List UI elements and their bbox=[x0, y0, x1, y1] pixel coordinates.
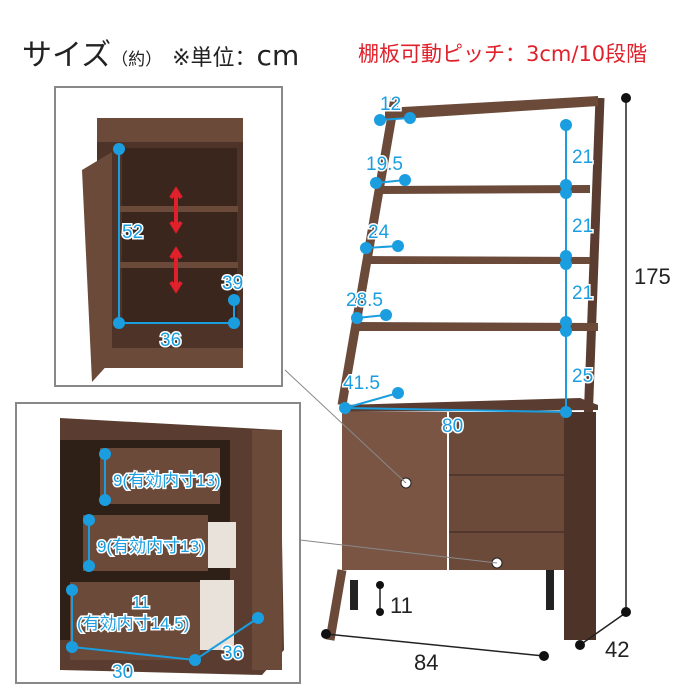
drawer1-label: 9(有効内寸13) bbox=[113, 471, 221, 490]
ladder-shelf: 12 19.5 24 28.5 41.5 21 21 21 25 80 bbox=[284, 93, 605, 641]
drawer-width-label: 30 bbox=[112, 662, 133, 683]
shelf5-depth-label: 41.5 bbox=[343, 373, 380, 394]
total-height-label: 175 bbox=[634, 264, 671, 289]
drawer3-height-label: 11 bbox=[132, 593, 150, 612]
inner-depth-label: 39 bbox=[222, 273, 243, 294]
leg-clearance-label: 11 bbox=[390, 593, 413, 618]
drawer-inset: 9(有効内寸13) 9(有効内寸13) 11 (有効内寸14.5) 30 36 bbox=[15, 402, 301, 685]
drawer3-effective-label: (有効内寸14.5) bbox=[77, 614, 189, 633]
approx-label: （約） bbox=[111, 50, 163, 70]
gap3-label: 21 bbox=[572, 283, 593, 304]
shelf4-depth-label: 28.5 bbox=[346, 290, 383, 311]
unit-value: cm bbox=[256, 39, 300, 72]
overall-dimensions: 175 84 42 11 bbox=[321, 93, 671, 675]
drawer-depth-label: 36 bbox=[222, 643, 243, 664]
shelf2-depth-label: 19.5 bbox=[366, 154, 403, 175]
drawer2-label: 9(有効内寸13) bbox=[97, 537, 205, 556]
gap2-label: 21 bbox=[572, 216, 593, 237]
shelf1-depth-label: 12 bbox=[380, 94, 401, 115]
inner-height-label: 52 bbox=[122, 222, 143, 243]
cabinet-inset: 52 36 39 bbox=[54, 86, 283, 387]
total-width-label: 84 bbox=[414, 650, 438, 675]
shelf3-depth-label: 24 bbox=[368, 222, 390, 243]
unit-note: ※単位： bbox=[172, 46, 257, 71]
gap1-label: 21 bbox=[572, 147, 593, 168]
cabinet-width-label: 80 bbox=[442, 416, 463, 437]
inner-width-label: 36 bbox=[160, 330, 181, 351]
shelf-pitch-note: 棚板可動ピッチ：3cm/10段階 bbox=[358, 42, 648, 66]
size-title: サイズ（約） ※単位：cm bbox=[22, 30, 299, 74]
title-text: サイズ bbox=[22, 38, 112, 73]
gap4-label: 25 bbox=[572, 366, 593, 387]
total-depth-label: 42 bbox=[605, 637, 629, 662]
